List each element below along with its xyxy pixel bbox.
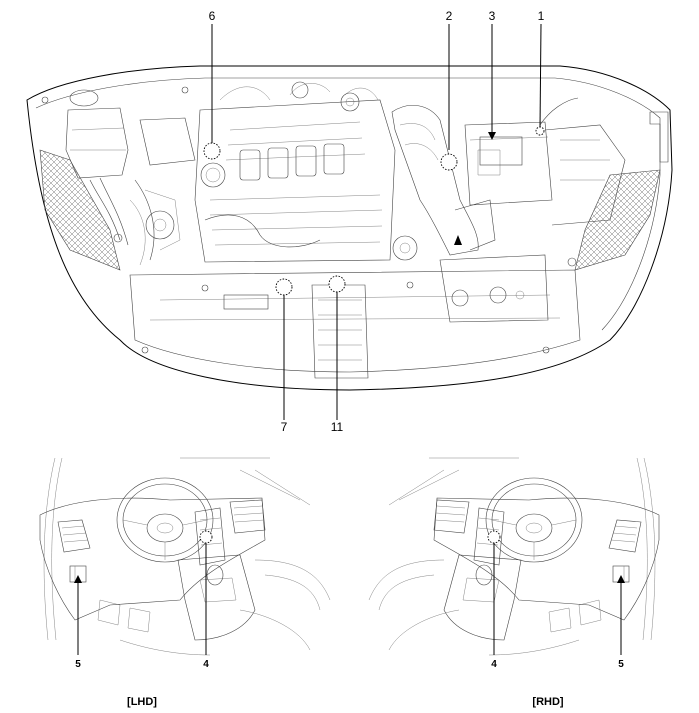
lhd-caption: [LHD] xyxy=(127,696,157,708)
lhd-dashboard-drawing xyxy=(39,457,331,656)
rhd-callout-label-4: 4 xyxy=(491,659,497,670)
front-cover xyxy=(129,269,581,373)
lhd-leaders xyxy=(74,530,213,655)
location-marker-6 xyxy=(203,142,221,160)
location-marker-1 xyxy=(535,126,545,136)
callout-label-7: 7 xyxy=(281,420,288,434)
engine-block xyxy=(194,99,396,263)
location-marker-7 xyxy=(275,278,293,296)
battery xyxy=(464,121,553,206)
callout-label-1: 1 xyxy=(538,9,545,23)
rhd-callout-label-5: 5 xyxy=(618,659,624,670)
lhd-location-marker-4 xyxy=(199,530,213,544)
location-marker-11 xyxy=(328,275,346,293)
left-grille-mesh xyxy=(39,149,121,271)
rhd-location-marker-4 xyxy=(487,530,501,544)
rhd-dashboard-drawing xyxy=(368,457,660,656)
callout-label-3: 3 xyxy=(489,9,496,23)
right-grille-mesh xyxy=(574,169,661,271)
lhd-callout-label-4: 4 xyxy=(203,659,209,670)
callout-label-2: 2 xyxy=(446,9,453,23)
engine-callout-labels: 1 2 3 6 7 11 xyxy=(209,9,545,434)
air-intake-duct xyxy=(391,105,479,256)
rhd-caption: [RHD] xyxy=(532,696,563,708)
callout-label-11: 11 xyxy=(331,420,344,434)
engine-compartment-drawing xyxy=(26,65,673,391)
fuse-box xyxy=(479,136,523,166)
rhd-leaders xyxy=(487,530,625,655)
coolant-reservoir xyxy=(65,107,129,179)
engine-leaders xyxy=(203,23,545,420)
lhd-callout-label-5: 5 xyxy=(75,659,81,670)
location-marker-2 xyxy=(440,153,458,171)
lhd-steering-wheel xyxy=(116,477,214,563)
callout-label-6: 6 xyxy=(209,9,216,23)
rhd-steering-wheel xyxy=(485,477,583,563)
